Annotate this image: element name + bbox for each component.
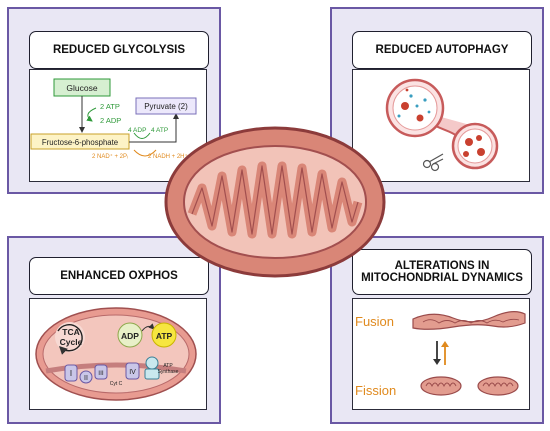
arrow-down-head	[433, 359, 441, 365]
f6p-label: Fructose-6-phosphate	[42, 138, 118, 147]
cytc-label: Cyt C	[110, 381, 123, 387]
complex-ii	[79, 370, 93, 384]
pyruvate-box	[135, 97, 197, 115]
adp-out-label: 2 ADP	[100, 116, 121, 125]
synthase-label-2: Synthase	[158, 369, 179, 375]
inner-membrane	[45, 362, 187, 374]
fission-cristae-right	[482, 382, 514, 388]
adp-atp-arrow	[141, 323, 155, 332]
complex-iii	[94, 364, 108, 380]
complex-i	[64, 364, 78, 382]
complex-iv	[125, 362, 140, 380]
complex-iii-label: III	[98, 370, 104, 377]
fusion-label: Fusion	[355, 314, 394, 329]
dynamics-diagram: Fusion Fission	[352, 298, 530, 410]
adp-circle	[117, 322, 143, 348]
atp4-label: 4 ATP	[151, 127, 168, 134]
oxphos-diagram: TCA Cycle ADP ATP I II III Cyt C IV ATP …	[29, 298, 207, 410]
pyruvate-arrow	[129, 113, 179, 143]
panel-title-oxphos: ENHANCED OXPHOS	[29, 257, 209, 295]
tca-label: TCA	[62, 327, 79, 337]
adp4-label: 4 ADP	[128, 127, 146, 134]
atp-in-label: 2 ATP	[100, 102, 120, 111]
oxphos-svg: TCA Cycle ADP ATP I II III Cyt C IV ATP …	[35, 307, 197, 401]
atp-synthase-base	[144, 368, 160, 380]
glycolysis-diagram: Glucose 2 ATP 2 ADP Fructose-6-phosphate…	[29, 69, 207, 182]
fission-mitochondrion-left	[420, 376, 462, 396]
central-mitochondrion	[164, 126, 386, 278]
adp-label: ADP	[121, 331, 139, 341]
panel-title-autophagy: REDUCED AUTOPHAGY	[352, 31, 532, 69]
panel-title-glycolysis: REDUCED GLYCOLYSIS	[29, 31, 209, 69]
autophagy-svg	[385, 78, 499, 172]
pyruvate-label: Pyruvate (2)	[144, 102, 188, 111]
fission-label: Fission	[355, 383, 396, 398]
atp-synthase-head	[145, 356, 159, 370]
tca-cycle-bg	[55, 322, 85, 352]
panel-reduced-glycolysis: REDUCED GLYCOLYSIS Glucose 2 ATP 2 ADP F…	[7, 7, 221, 194]
autophagosome-illustration	[385, 78, 499, 170]
fused-mitochondrion	[412, 311, 526, 330]
fission-mitochondrion-right	[477, 376, 519, 396]
scissors-icon	[422, 153, 444, 172]
autophagy-diagram	[352, 69, 530, 182]
complex-ii-label: II	[84, 375, 88, 382]
fused-cristae	[422, 318, 520, 324]
atp-label: ATP	[156, 331, 173, 341]
panel-title-dynamics: ALTERATIONS IN MITOCHONDRIAL DYNAMICS	[352, 249, 532, 295]
tca-cycle-icon	[57, 324, 83, 355]
atp-arc	[86, 107, 97, 122]
mitochondrion-cristae-outline	[191, 165, 359, 235]
nadh-label: 2 NADH + 2H⁺	[148, 153, 188, 160]
synthase-label-1: ATP	[163, 363, 173, 369]
nad-label: 2 NAD⁺ + 2Pᵢ	[92, 153, 128, 160]
nad-arc	[133, 149, 157, 157]
panel-mitochondrial-dynamics: ALTERATIONS IN MITOCHONDRIAL DYNAMICS Fu…	[330, 236, 544, 424]
cycle-label: Cycle	[60, 337, 83, 347]
panel-enhanced-oxphos: ENHANCED OXPHOS TCA Cycle ADP ATP I II I…	[7, 236, 221, 424]
dynamics-svg: Fusion Fission	[355, 311, 526, 398]
complex-iv-label: IV	[129, 369, 136, 376]
complex-i-label: I	[70, 369, 72, 378]
adp-atp-arc	[133, 132, 151, 139]
atp-circle	[151, 322, 177, 348]
glucose-label: Glucose	[66, 83, 97, 93]
fission-cristae-left	[425, 382, 457, 388]
arrow-up-head	[441, 341, 449, 347]
glycolysis-svg: Glucose 2 ATP 2 ADP Fructose-6-phosphate…	[30, 78, 197, 160]
